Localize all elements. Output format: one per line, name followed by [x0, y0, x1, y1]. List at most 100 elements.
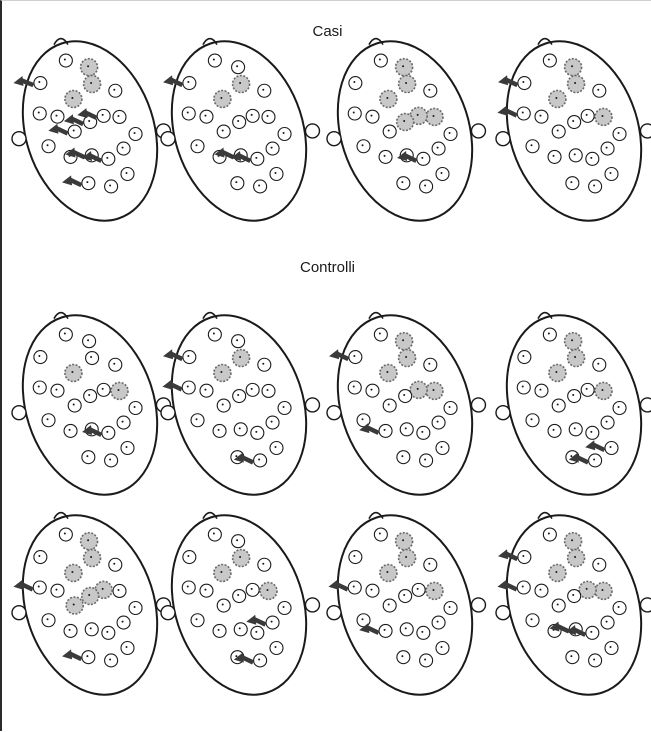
electrode-dot	[237, 394, 239, 396]
electrode-dot	[548, 533, 550, 535]
head-map-controlli-9	[2, 498, 179, 713]
electrode-dot	[55, 115, 57, 117]
electrode	[83, 335, 96, 348]
electrode-dot	[370, 589, 372, 591]
electrode-active	[568, 76, 585, 93]
electrode-dot	[570, 181, 572, 183]
electrode	[589, 180, 602, 193]
electrode-dot	[47, 144, 49, 146]
electrode-dot	[204, 589, 206, 591]
electrode-active	[595, 582, 612, 599]
electrode-dot	[218, 429, 220, 431]
electrode	[586, 152, 599, 165]
electrode	[246, 109, 259, 122]
head-map-casi-4	[485, 24, 651, 239]
arrow-head	[163, 75, 173, 85]
electrode-dot	[571, 65, 573, 67]
electrode	[518, 77, 531, 90]
electrode-dot	[222, 604, 224, 606]
electrode	[526, 414, 539, 427]
electrode	[432, 616, 445, 629]
arrow-head	[498, 75, 508, 85]
head-outline	[316, 498, 495, 713]
head-outline	[150, 24, 329, 239]
electrode-dot	[222, 404, 224, 406]
electrode	[105, 454, 118, 467]
electrode-dot	[574, 153, 576, 155]
electrode	[266, 416, 279, 429]
electrode-dot	[531, 618, 533, 620]
electrode-dot	[421, 157, 423, 159]
electrode-active	[565, 333, 582, 350]
electrode	[182, 107, 195, 120]
electrode-dot	[555, 97, 557, 99]
electrode-dot	[353, 586, 355, 588]
electrode-dot	[262, 563, 264, 565]
electrode-dot	[606, 621, 608, 623]
electrode	[51, 384, 64, 397]
electrode-dot	[218, 629, 220, 631]
electrode-dot	[531, 418, 533, 420]
electrode	[246, 383, 259, 396]
electrode-active	[396, 59, 413, 76]
electrode-dot	[47, 418, 49, 420]
electrode-dot	[601, 389, 603, 391]
electrode	[213, 624, 226, 637]
electrode-dot	[255, 157, 257, 159]
head-map-controlli-12	[485, 498, 651, 713]
electrode-dot	[572, 594, 574, 596]
electrode-dot	[251, 588, 253, 590]
electrode	[251, 426, 264, 439]
electrode	[374, 54, 387, 67]
electrode-dot	[388, 604, 390, 606]
electrode	[548, 150, 561, 163]
electrode	[397, 177, 410, 190]
electrode	[59, 54, 72, 67]
electrode-dot	[601, 115, 603, 117]
electrode-dot	[187, 81, 189, 83]
electrode	[129, 601, 142, 614]
electrode-dot	[421, 431, 423, 433]
electrode-dot	[134, 406, 136, 408]
electrode-dot	[572, 394, 574, 396]
electrode	[97, 383, 110, 396]
electrode	[424, 84, 437, 97]
electrode-dot	[386, 97, 388, 99]
electrode-dot	[539, 115, 541, 117]
electrode-active	[549, 565, 566, 582]
electrode-dot	[187, 555, 189, 557]
electrode-dot	[90, 556, 92, 558]
electrode-dot	[590, 157, 592, 159]
electrode	[191, 614, 204, 627]
electrode	[86, 352, 99, 365]
electrode-active	[81, 59, 98, 76]
electrode-dot	[113, 363, 115, 365]
electrode-dot	[405, 556, 407, 558]
electrode	[436, 441, 449, 454]
electrode	[82, 451, 95, 464]
electrode-dot	[388, 404, 390, 406]
electrode-active	[426, 382, 443, 399]
electrode-dot	[38, 555, 40, 557]
electrode	[436, 641, 449, 654]
electrode-dot	[87, 539, 89, 541]
electrode-dot	[64, 333, 66, 335]
electrode-dot	[548, 333, 550, 335]
arrow-head	[329, 349, 339, 359]
electrode	[270, 641, 283, 654]
electrode-dot	[570, 655, 572, 657]
electrode-dot	[86, 455, 88, 457]
arrow-head	[163, 349, 173, 359]
electrode	[42, 140, 55, 153]
electrode	[234, 423, 247, 436]
electrode-active	[380, 565, 397, 582]
head-outline	[2, 298, 179, 513]
electrode-dot	[388, 130, 390, 132]
electrode-dot	[353, 112, 355, 114]
ear-right	[305, 598, 319, 612]
electrode-dot	[593, 184, 595, 186]
head-map-casi-1	[2, 24, 179, 239]
electrode-dot	[586, 388, 588, 390]
electrode-active	[410, 381, 427, 398]
electrode	[374, 528, 387, 541]
